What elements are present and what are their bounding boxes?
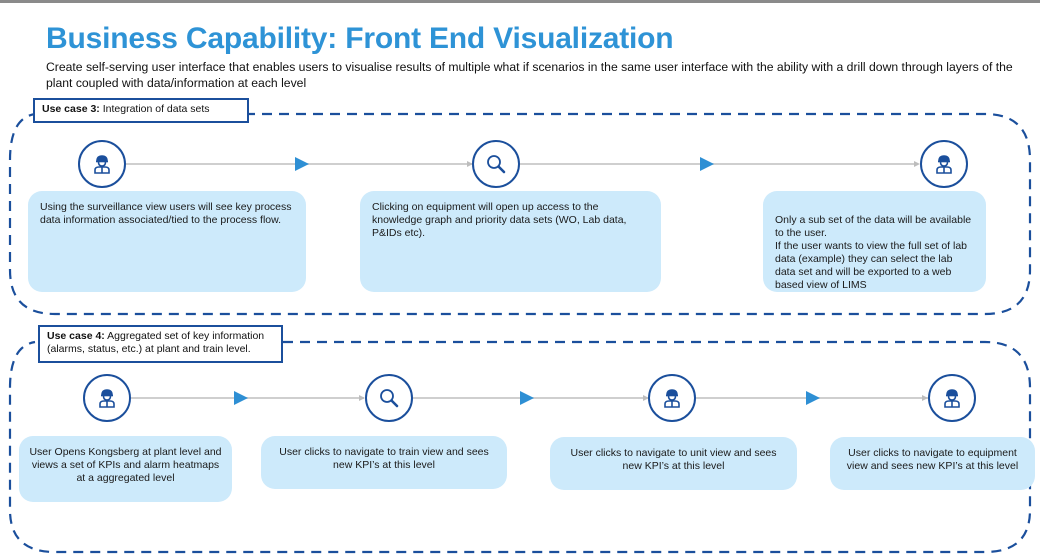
step-node — [472, 140, 520, 188]
flow-arrow — [234, 391, 248, 405]
magnifier-icon — [485, 153, 507, 175]
step-text: Only a sub set of the data will be avail… — [775, 214, 972, 291]
use-case-3-label-bold: Use case 3: — [42, 103, 100, 115]
step-node — [648, 374, 696, 422]
step-text: User clicks to navigate to unit view and… — [570, 447, 777, 472]
step-text: Using the surveillance view users will s… — [40, 201, 292, 226]
step-text: User Opens Kongsberg at plant level and … — [29, 446, 222, 484]
connector-arrowhead — [359, 395, 365, 401]
step-text: User clicks to navigate to equipment vie… — [846, 447, 1019, 472]
flow-arrow — [700, 157, 714, 171]
use-case-4-frame — [8, 340, 1032, 554]
step-card: User clicks to navigate to unit view and… — [550, 437, 797, 490]
step-text: User clicks to navigate to train view an… — [279, 446, 489, 471]
step-node — [928, 374, 976, 422]
connector-arrowhead — [643, 395, 649, 401]
worker-icon — [941, 387, 963, 409]
page-title: Business Capability: Front End Visualiza… — [46, 22, 674, 55]
flow-arrow — [295, 157, 309, 171]
connector-line — [518, 163, 918, 165]
connector-arrowhead — [914, 161, 920, 167]
use-case-4-label-bold: Use case 4: — [47, 330, 105, 342]
use-case-3-label: Use case 3: Integration of data sets — [33, 98, 249, 123]
step-node — [365, 374, 413, 422]
use-case-3-label-text: Integration of data sets — [99, 103, 210, 115]
step-card: Only a sub set of the data will be avail… — [763, 191, 986, 292]
worker-icon — [933, 153, 955, 175]
top-border — [0, 0, 1040, 3]
step-card: User clicks to navigate to equipment vie… — [830, 437, 1035, 490]
connector-arrowhead — [467, 161, 473, 167]
step-node — [83, 374, 131, 422]
flow-arrow — [520, 391, 534, 405]
step-text: Clicking on equipment will open up acces… — [372, 201, 627, 239]
use-case-4-label-text: Aggregated set of key information (alarm… — [47, 330, 265, 355]
use-case-4-label: Use case 4: Aggregated set of key inform… — [38, 325, 283, 363]
step-card: User clicks to navigate to train view an… — [261, 436, 507, 489]
step-card: Using the surveillance view users will s… — [28, 191, 306, 292]
magnifier-icon — [378, 387, 400, 409]
step-node — [78, 140, 126, 188]
step-card: Clicking on equipment will open up acces… — [360, 191, 661, 292]
use-case-3-frame — [8, 112, 1032, 316]
page-subtitle: Create self-serving user interface that … — [46, 60, 1013, 90]
worker-icon — [661, 387, 683, 409]
step-card: User Opens Kongsberg at plant level and … — [19, 436, 232, 502]
worker-icon — [91, 153, 113, 175]
flow-arrow — [806, 391, 820, 405]
connector-arrowhead — [922, 395, 928, 401]
worker-icon — [96, 387, 118, 409]
step-node — [920, 140, 968, 188]
